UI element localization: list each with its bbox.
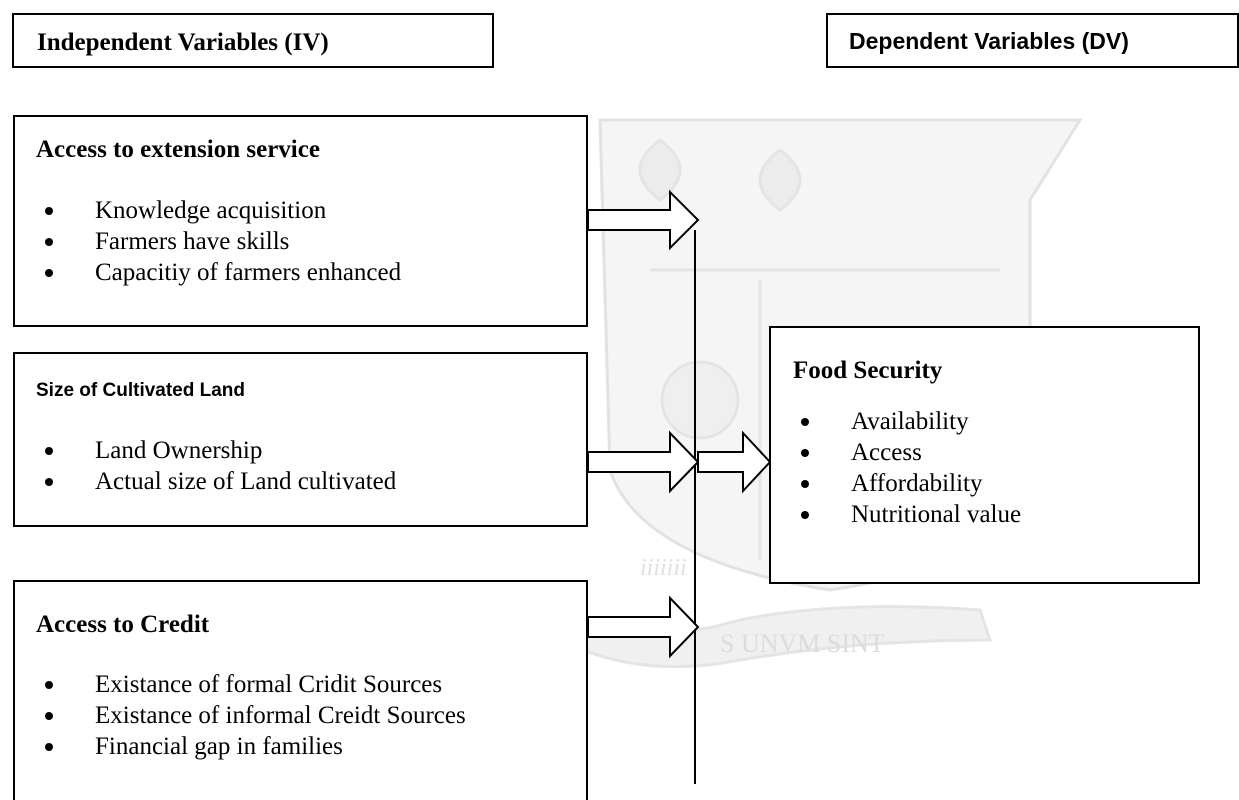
watermark-ribbon-text: S UNVM SINT — [720, 629, 885, 658]
land-list: Land Ownership Actual size of Land culti… — [37, 435, 396, 497]
list-item: Availability — [793, 406, 1021, 437]
list-item: Land Ownership — [37, 435, 396, 466]
extension-title: Access to extension service — [36, 136, 320, 163]
credit-title: Access to Credit — [36, 611, 210, 638]
credit-arrow — [587, 595, 700, 659]
dv-header-box: Dependent Variables (DV) — [826, 13, 1239, 68]
food-security-title: Food Security — [793, 357, 943, 384]
list-item: Actual size of Land cultivated — [37, 466, 396, 497]
land-arrow — [587, 430, 700, 494]
list-item: Farmers have skills — [37, 226, 401, 257]
extension-arrow — [587, 189, 700, 251]
food-security-arrow — [697, 430, 772, 494]
list-item: Financial gap in families — [37, 731, 466, 762]
list-item: Capacitiy of farmers enhanced — [37, 257, 401, 288]
extension-list: Knowledge acquisition Farmers have skill… — [37, 195, 401, 288]
land-title: Size of Cultivated Land — [36, 380, 246, 401]
food-security-box: Food Security Availability Access Afford… — [769, 326, 1200, 584]
extension-box: Access to extension service Knowledge ac… — [13, 115, 588, 327]
iv-header-label: Independent Variables (IV) — [37, 29, 329, 56]
food-security-list: Availability Access Affordability Nutrit… — [793, 406, 1021, 530]
dv-header-label: Dependent Variables (DV) — [849, 28, 1129, 54]
credit-list: Existance of formal Cridit Sources Exist… — [37, 669, 466, 762]
iv-header-box: Independent Variables (IV) — [12, 13, 494, 68]
watermark-motto-text: iiiiiii — [640, 555, 687, 581]
list-item: Nutritional value — [793, 499, 1021, 530]
list-item: Affordability — [793, 468, 1021, 499]
land-box: Size of Cultivated Land Land Ownership A… — [13, 352, 588, 527]
list-item: Existance of formal Cridit Sources — [37, 669, 466, 700]
credit-box: Access to Credit Existance of formal Cri… — [13, 580, 588, 800]
list-item: Access — [793, 437, 1021, 468]
list-item: Existance of informal Creidt Sources — [37, 700, 466, 731]
list-item: Knowledge acquisition — [37, 195, 401, 226]
